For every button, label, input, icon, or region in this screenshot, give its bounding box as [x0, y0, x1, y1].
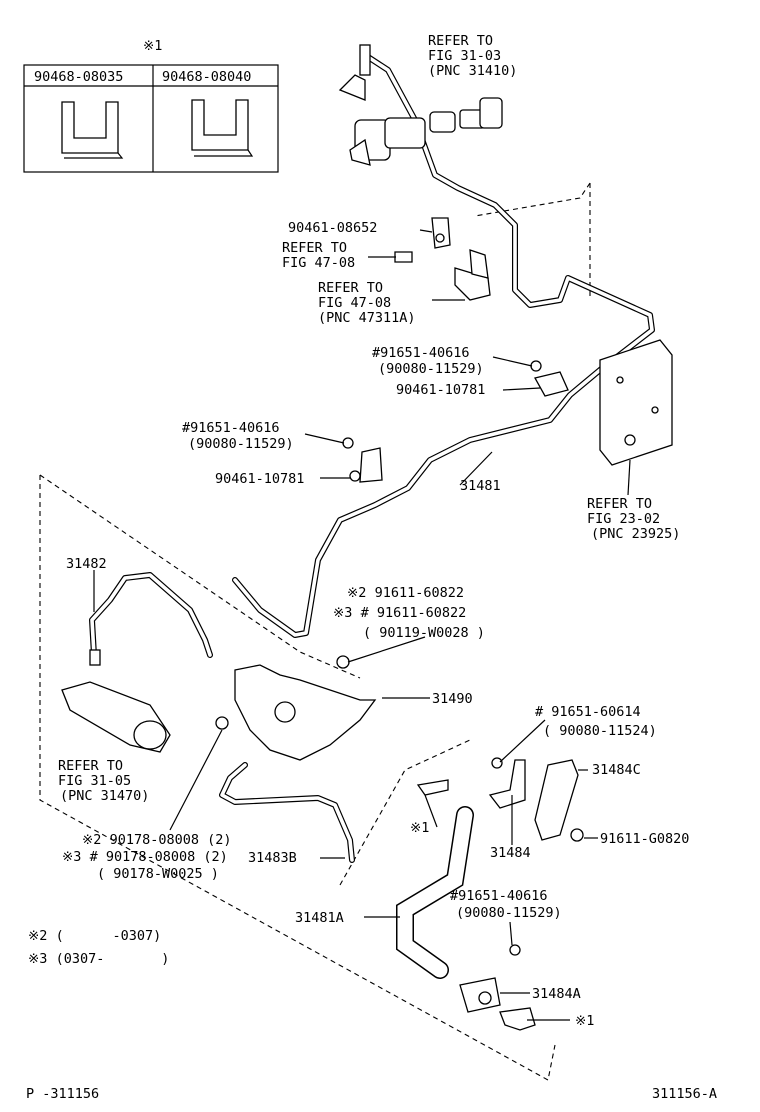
labels: REFER TO FIG 31-03 (PNC 31410) 90461-086…: [58, 33, 689, 1029]
part-31482-label: 31482: [66, 556, 107, 572]
legend-row-3: ※3 (0307- ): [28, 951, 169, 967]
clip-lower-bottom: [499, 1007, 536, 1031]
table-note: ※1: [143, 38, 162, 54]
bolt-lower: [509, 944, 521, 956]
lower-clamp-bolt-label: #91651-40616 (90080-11529): [450, 888, 562, 921]
part-90461-10781-mid-label: 90461-10781: [215, 471, 304, 487]
part-31481-label: 31481: [460, 478, 501, 494]
pipe-31483B: [219, 762, 355, 863]
clip-note-lower-label: ※1: [575, 1013, 594, 1029]
clamp-mid: [342, 437, 383, 483]
clamp-90461-08652: [431, 217, 451, 249]
footer-right: 311156-A: [652, 1086, 717, 1102]
footer-left: P -311156: [26, 1086, 99, 1102]
leader-lines: [93, 229, 631, 1021]
clip-lower-upper: [416, 779, 449, 796]
clip-icon-large: [191, 99, 254, 157]
part-91611-G0820-label: 91611-G0820: [600, 831, 689, 847]
bolt-upper: [394, 251, 413, 263]
part-31484C-label: 31484C: [592, 762, 641, 778]
part-31484A-label: 31484A: [532, 986, 581, 1002]
junction-31490: [215, 655, 377, 761]
legend-row-2: ※2 ( -0307): [28, 928, 161, 944]
bolt-note-label: ※2 91611-60822 ※3 # 91611-60822 ( 90119-…: [333, 585, 485, 641]
bracket-31484C: [534, 759, 584, 842]
mid-clamp-bolt-label: #91651-40616 (90080-11529): [182, 420, 294, 452]
clip-icon-small: [61, 101, 124, 159]
part-31481A-label: 31481A: [295, 910, 344, 926]
footer: P -311156 311156-A: [26, 1086, 717, 1102]
clip-table: ※1 90468-08035 90468-08040: [23, 38, 279, 173]
nut-note-label: ※2 90178-08008 (2) ※3 # 90178-08008 (2) …: [62, 832, 240, 882]
part-31483B-label: 31483B: [248, 850, 297, 866]
refer-fig-31-05-label: REFER TO FIG 31-05 (PNC 31470): [58, 758, 149, 804]
release-cylinder: [61, 649, 171, 753]
bracket-31484A: [459, 977, 501, 1013]
bracket-23925: [599, 339, 673, 466]
part-90461-08652-label: 90461-08652: [288, 220, 377, 236]
bracket-31484: [488, 757, 526, 809]
part-31490-label: 31490: [432, 691, 473, 707]
refer-fig-47-08-pnc-label: REFER TO FIG 47-08 (PNC 47311A): [318, 280, 416, 326]
upper-clamp-bolt-label: #91651-40616 (90080-11529): [372, 345, 484, 377]
legend: ※2 ( -0307) ※3 (0307- ): [28, 928, 169, 967]
part-90461-10781-upper-label: 90461-10781: [396, 382, 485, 398]
refer-fig-23-02-label: REFER TO FIG 23-02 (PNC 23925): [587, 496, 680, 542]
bracket-47311A: [454, 249, 491, 301]
lower-bolt-label: # 91651-60614 ( 90080-11524): [535, 704, 657, 739]
table-col-2: 90468-08040: [162, 69, 251, 85]
part-31484-label: 31484: [490, 845, 531, 861]
clamp-upper: [530, 360, 569, 397]
refer-fig-31-03-label: REFER TO FIG 31-03 (PNC 31410): [428, 33, 517, 79]
master-cylinder: [338, 44, 503, 166]
pipe-31482: [89, 572, 213, 658]
refer-fig-47-08-label: REFER TO FIG 47-08: [282, 240, 355, 271]
hose-31481A: [396, 806, 474, 979]
table-col-1: 90468-08035: [34, 69, 123, 85]
pipe-31481: [232, 52, 655, 638]
clip-note-upper-label: ※1: [410, 820, 429, 836]
dashed-boundaries: [39, 182, 591, 1081]
